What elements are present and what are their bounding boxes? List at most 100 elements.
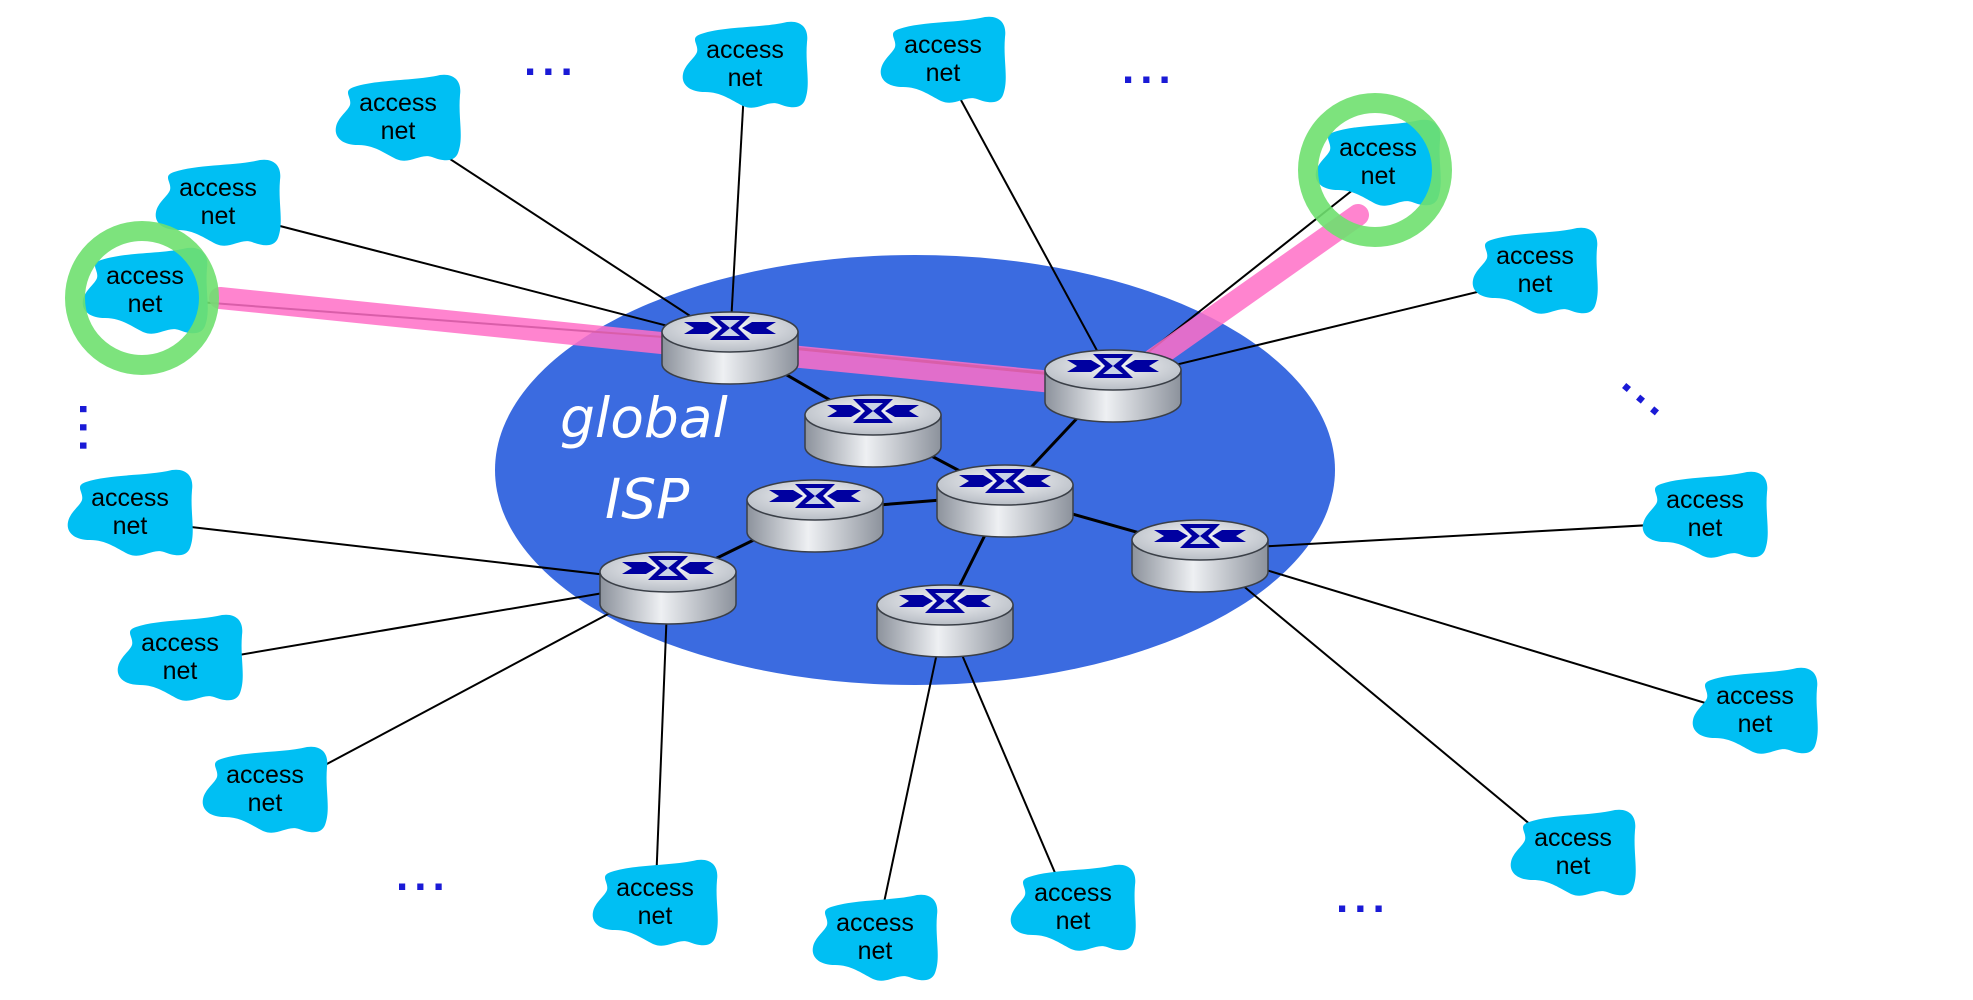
access-net-label-line1: access bbox=[91, 484, 169, 512]
access-net-label-line2: net bbox=[1688, 514, 1723, 542]
ellipsis-bottom-right: ... bbox=[1336, 873, 1391, 922]
access-net-link bbox=[942, 66, 1114, 381]
ellipsis-left: ... bbox=[70, 403, 119, 458]
access-net-link bbox=[179, 581, 669, 666]
access-network-cloud-icon bbox=[1642, 471, 1768, 558]
access-net-label-line1: access bbox=[1034, 879, 1112, 907]
access-net-label-line2: net bbox=[1738, 710, 1773, 738]
router-icon bbox=[1044, 349, 1182, 423]
access-net-label-line2: net bbox=[201, 202, 236, 230]
ellipsis-top-right: ... bbox=[1122, 44, 1177, 93]
isp-label-global: global bbox=[560, 386, 728, 450]
access-net-label-line1: access bbox=[1339, 134, 1417, 162]
access-net-label-line1: access bbox=[904, 31, 982, 59]
access-net-label-line1: access bbox=[1496, 242, 1574, 270]
access-net-label-line2: net bbox=[1518, 270, 1553, 298]
access-net-link bbox=[729, 71, 746, 343]
access-net-link bbox=[944, 614, 1074, 916]
access-net-link bbox=[1112, 277, 1536, 381]
access-net-label-line1: access bbox=[141, 629, 219, 657]
access-net-label-line1: access bbox=[1534, 824, 1612, 852]
access-net-label-line2: net bbox=[638, 902, 673, 930]
access-net-label-line1: access bbox=[359, 89, 437, 117]
access-net-label-line1: access bbox=[616, 874, 694, 902]
highlighted-route-path bbox=[209, 204, 1369, 399]
access-network-cloud-icon bbox=[1315, 119, 1441, 206]
isp-label-isp: ISP bbox=[605, 467, 690, 531]
access-network-cloud-icon bbox=[335, 74, 461, 161]
highlighted-path bbox=[209, 204, 1369, 399]
access-network-cloud-icon bbox=[1472, 227, 1598, 314]
access-net-link bbox=[654, 581, 669, 911]
access-net-label-line1: access bbox=[1716, 682, 1794, 710]
access-net-label-line1: access bbox=[706, 36, 784, 64]
access-net-label-line2: net bbox=[1361, 162, 1396, 190]
ellipsis-right: ... bbox=[1613, 356, 1686, 429]
access-net-label-line2: net bbox=[113, 512, 148, 540]
access-net-link bbox=[1199, 549, 1574, 861]
router-icon bbox=[876, 584, 1014, 658]
access-net-link bbox=[397, 124, 731, 343]
endpoint-ring-left bbox=[65, 221, 219, 375]
access-network-cloud-icon bbox=[1692, 667, 1818, 754]
router-icon bbox=[599, 551, 737, 625]
router-icon bbox=[936, 464, 1074, 538]
access-net-label-line1: access bbox=[106, 262, 184, 290]
access-net-label-line1: access bbox=[1666, 486, 1744, 514]
access-network-cloud-icon bbox=[1010, 864, 1136, 951]
access-net-label-line2: net bbox=[1056, 907, 1091, 935]
access-net-label-line2: net bbox=[926, 59, 961, 87]
endpoint-ring-right bbox=[1298, 93, 1452, 247]
ellipsis-top-left: ... bbox=[524, 36, 579, 85]
access-network-cloud-icon bbox=[117, 614, 243, 701]
ellipsis-bottom-left: ... bbox=[396, 851, 451, 900]
endpoint-highlight-rings bbox=[65, 93, 1452, 375]
access-net-link bbox=[217, 209, 731, 343]
access-network-cloud-icon bbox=[592, 859, 718, 946]
access-net-label-line2: net bbox=[728, 64, 763, 92]
access-net-label-line1: access bbox=[836, 909, 914, 937]
access-network-cloud-icon bbox=[67, 469, 193, 556]
access-net-link bbox=[129, 519, 669, 583]
access-net-label-line2: net bbox=[248, 789, 283, 817]
access-net-label-line2: net bbox=[858, 937, 893, 965]
access-network-cloud-icon bbox=[880, 16, 1006, 103]
access-net-label-line2: net bbox=[163, 657, 198, 685]
access-network-cloud-icon bbox=[155, 159, 281, 246]
access-network-cloud-icon bbox=[82, 247, 208, 334]
access-net-link bbox=[874, 614, 946, 946]
access-net-link bbox=[264, 581, 669, 798]
router-icon bbox=[661, 311, 799, 385]
access-net-label-line1: access bbox=[179, 174, 257, 202]
access-net-label-line2: net bbox=[1556, 852, 1591, 880]
access-network-cloud-icon bbox=[202, 746, 328, 833]
access-net-label-line2: net bbox=[128, 290, 163, 318]
router-icon bbox=[746, 479, 884, 553]
access-net-label-line2: net bbox=[381, 117, 416, 145]
access-network-cloud-icon bbox=[682, 21, 808, 108]
isp-routers bbox=[599, 311, 1269, 658]
access-network-cloud-icon bbox=[1510, 809, 1636, 896]
access-network-cloud-icon bbox=[812, 894, 938, 981]
router-icon bbox=[804, 394, 942, 468]
access-net-link bbox=[1199, 521, 1706, 551]
access-networks: accessnetaccessnetaccessnetaccessnetacce… bbox=[67, 16, 1818, 981]
router-icon bbox=[1131, 519, 1269, 593]
access-net-label-line1: access bbox=[226, 761, 304, 789]
